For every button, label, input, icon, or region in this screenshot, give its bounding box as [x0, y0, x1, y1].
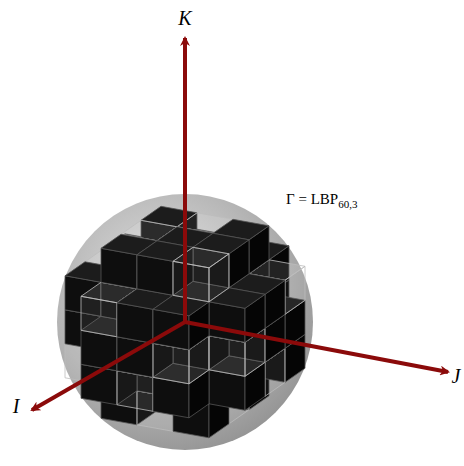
cube-face: [173, 247, 229, 267]
cube-face: [153, 343, 189, 384]
cube-face: [117, 371, 153, 412]
polytope-label: Γ = LBP60,3: [286, 192, 357, 207]
axis-label: I: [13, 396, 20, 416]
polytope-name: Γ = LBP: [286, 191, 338, 207]
i-axis: [32, 322, 185, 410]
cube-face: [173, 261, 209, 302]
axis-label: J: [452, 366, 461, 386]
j-axis: [185, 322, 448, 372]
cube-face: [101, 248, 137, 288]
cube-face: [209, 336, 245, 377]
cube-face: [117, 303, 153, 344]
cube-face: [209, 370, 245, 411]
cube-face: [81, 296, 117, 337]
axis-label: K: [178, 8, 191, 28]
k-axis: [183, 38, 187, 322]
cube-face: [153, 377, 189, 418]
cube-face: [209, 302, 245, 343]
cube-face: [137, 255, 173, 295]
polytope-subscript: 60,3: [338, 198, 357, 210]
